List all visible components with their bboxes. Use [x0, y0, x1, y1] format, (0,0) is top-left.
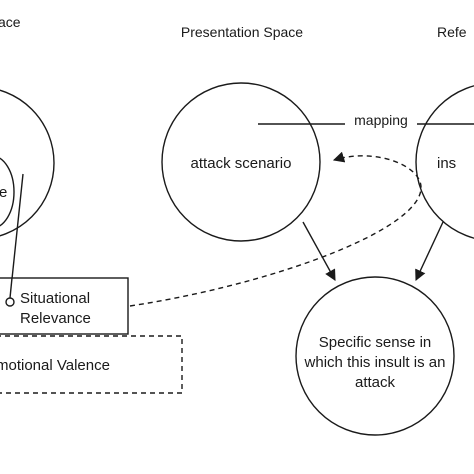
left-inner-node	[0, 157, 15, 227]
reference-space-title: Refe	[437, 24, 467, 40]
emotional-valence-label: motional Valence	[0, 357, 110, 374]
situational-relevance-label-line-1: Situational	[20, 290, 90, 307]
mapping-label: mapping	[354, 112, 408, 128]
relevance-marker	[5, 297, 15, 307]
insult-label: ins	[437, 155, 456, 172]
attack-to-sense-arrow	[302, 221, 336, 281]
presentation-space-title: Presentation Space	[181, 24, 303, 40]
left-space-title: ace	[0, 14, 21, 30]
relevance-to-attack-dashed-arrow	[129, 151, 422, 307]
left-inner-label: e	[0, 184, 7, 201]
specific-sense-label-line-3: attack	[355, 374, 396, 391]
specific-sense-label-line-2: which this insult is an	[304, 354, 446, 371]
relevance-connector-lower	[9, 277, 13, 299]
left-space-circle	[0, 89, 55, 237]
attack-scenario-node	[161, 82, 321, 242]
emotional-valence-box	[0, 335, 183, 394]
mapping-label-bg	[345, 111, 417, 131]
situational-relevance-box	[0, 277, 129, 335]
attack-scenario-label: attack scenario	[191, 155, 292, 172]
situational-relevance-label-line-2: Relevance	[20, 310, 91, 327]
specific-sense-node	[295, 276, 455, 436]
insult-to-sense-arrow	[415, 221, 444, 282]
specific-sense-label-line-1: Specific sense in	[319, 334, 432, 351]
